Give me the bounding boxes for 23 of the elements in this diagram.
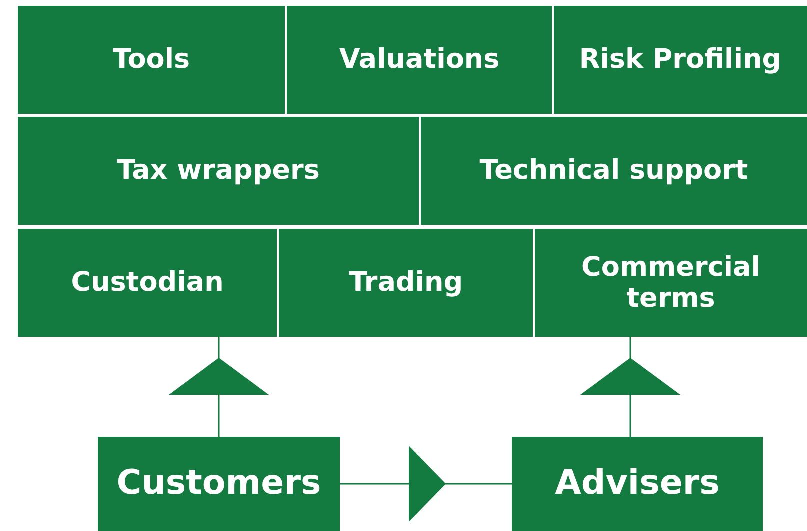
block-box xyxy=(279,229,533,337)
block-box xyxy=(535,229,807,337)
block-label: Commercial terms xyxy=(580,252,762,314)
block-label: Technical support xyxy=(480,155,748,187)
block-label: Custodian xyxy=(71,267,224,299)
block-label: Customers xyxy=(116,464,322,504)
block-box xyxy=(287,6,552,114)
block-box xyxy=(18,117,419,225)
block-box xyxy=(18,229,277,337)
block-box xyxy=(98,437,340,531)
block-box xyxy=(18,6,285,114)
arrow xyxy=(580,337,680,437)
block-box xyxy=(554,6,807,114)
block-label: Risk Profiling xyxy=(579,44,782,76)
block-label: Trading xyxy=(348,267,464,299)
block-label: Advisers xyxy=(555,464,720,504)
block-box xyxy=(512,437,763,531)
block-label: Tax wrappers xyxy=(117,155,320,187)
block-label: Valuations xyxy=(339,44,500,76)
arrow xyxy=(340,446,512,522)
block-label: Tools xyxy=(112,44,190,76)
arrow xyxy=(169,337,269,437)
block-box xyxy=(421,117,807,225)
